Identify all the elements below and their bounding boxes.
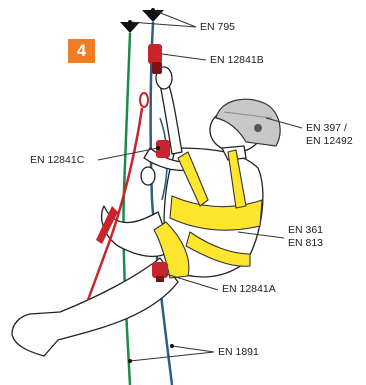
foot-loop (88, 108, 142, 300)
green-rope (123, 33, 130, 385)
label-en361: EN 361 (288, 224, 323, 237)
label-en397: EN 397 / (306, 122, 347, 135)
label-en12841a: EN 12841A (222, 283, 276, 296)
label-en813: EN 813 (288, 237, 323, 250)
label-en12492: EN 12492 (306, 135, 353, 148)
label-en1891: EN 1891 (218, 346, 259, 359)
anchor-icon (120, 10, 164, 33)
label-en12841c: EN 12841C (30, 154, 84, 167)
connector-icon (140, 93, 148, 107)
label-en12841b: EN 12841B (210, 54, 264, 67)
label-en795: EN 795 (200, 21, 235, 34)
step-badge: 4 (68, 39, 95, 63)
